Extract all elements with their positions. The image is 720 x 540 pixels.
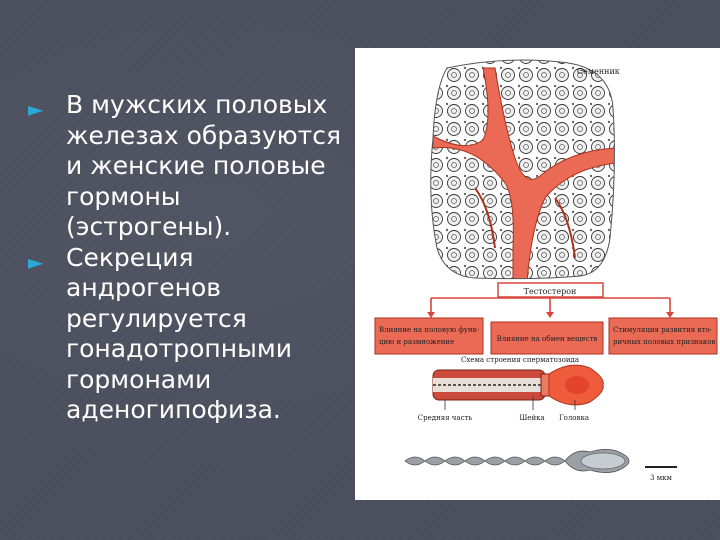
part-label-head: Головка	[559, 414, 589, 422]
effect-box-reproduction	[374, 317, 484, 355]
bullet-androgens-text: Секреция андрогенов регулируется гонадот…	[66, 242, 292, 425]
section-label: Семенник	[577, 67, 620, 76]
hormone-diagram: Тестостерон Влияние на половую функ- цию…	[374, 282, 718, 355]
part-label-neck: Шейка	[519, 414, 544, 422]
testosterone-box	[497, 282, 604, 298]
sperm-schematic: Схема строения сперматозоида Средняя час…	[418, 356, 604, 422]
effect-text-reproduction: Влияние на половую функ- цию и размножен…	[379, 326, 482, 346]
testis-section-drawing: Семенник	[430, 59, 620, 280]
testis-figure: Семенник Тестостерон Влияние на половую …	[355, 48, 720, 500]
effect-box-secondary	[608, 317, 718, 355]
arrow-down-icon	[427, 312, 435, 318]
testis-illustration: Семенник Тестостерон Влияние на половую …	[374, 59, 718, 482]
effect-text-secondary: Стимуляция развития вто- ричных половых …	[613, 326, 715, 346]
slide-text: ► В мужских половых железах образуются и…	[28, 90, 348, 426]
bullet-estrogens-text: В мужских половых железах образуются и ж…	[66, 90, 341, 241]
effect-text-metabolism: Влияние на обмен веществ	[497, 335, 598, 343]
bullet-estrogens: ► В мужских половых железах образуются и…	[28, 90, 348, 243]
sperm-title: Схема строения сперматозоида	[461, 356, 579, 364]
effect-box-metabolism	[490, 321, 604, 355]
testosterone-label: Тестостерон	[524, 287, 577, 296]
scale-label: 3 мкм	[650, 474, 672, 482]
arrow-down-icon	[666, 312, 674, 318]
arrow-down-icon	[546, 312, 554, 318]
triangle-bullet-icon: ►	[28, 249, 44, 274]
triangle-bullet-icon: ►	[28, 97, 44, 121]
part-label-midpiece: Средняя часть	[418, 414, 473, 422]
bullet-androgens: ► Секреция андрогенов регулируется гонад…	[28, 243, 348, 426]
sperm-micrograph: 3 мкм	[404, 449, 677, 482]
